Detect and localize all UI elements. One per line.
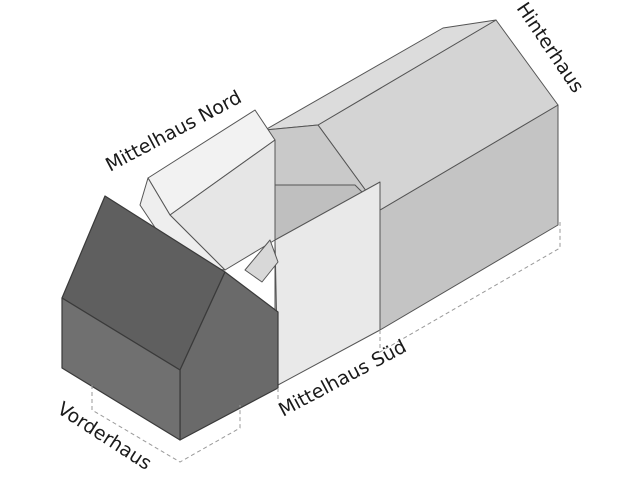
vorderhaus-footprint-dash: [91, 385, 241, 463]
vorderhaus-side-wall: [61, 297, 181, 441]
mittelhaus-nord-volume: [139, 109, 276, 271]
vorderhaus-volume: [61, 195, 279, 441]
mittelhaus-sued-volume: [244, 181, 381, 386]
hinterhaus-footprint-dash: [379, 222, 561, 353]
mittelhaus-sued-small-gable: [244, 239, 279, 283]
footprint-dashes: [91, 222, 561, 463]
